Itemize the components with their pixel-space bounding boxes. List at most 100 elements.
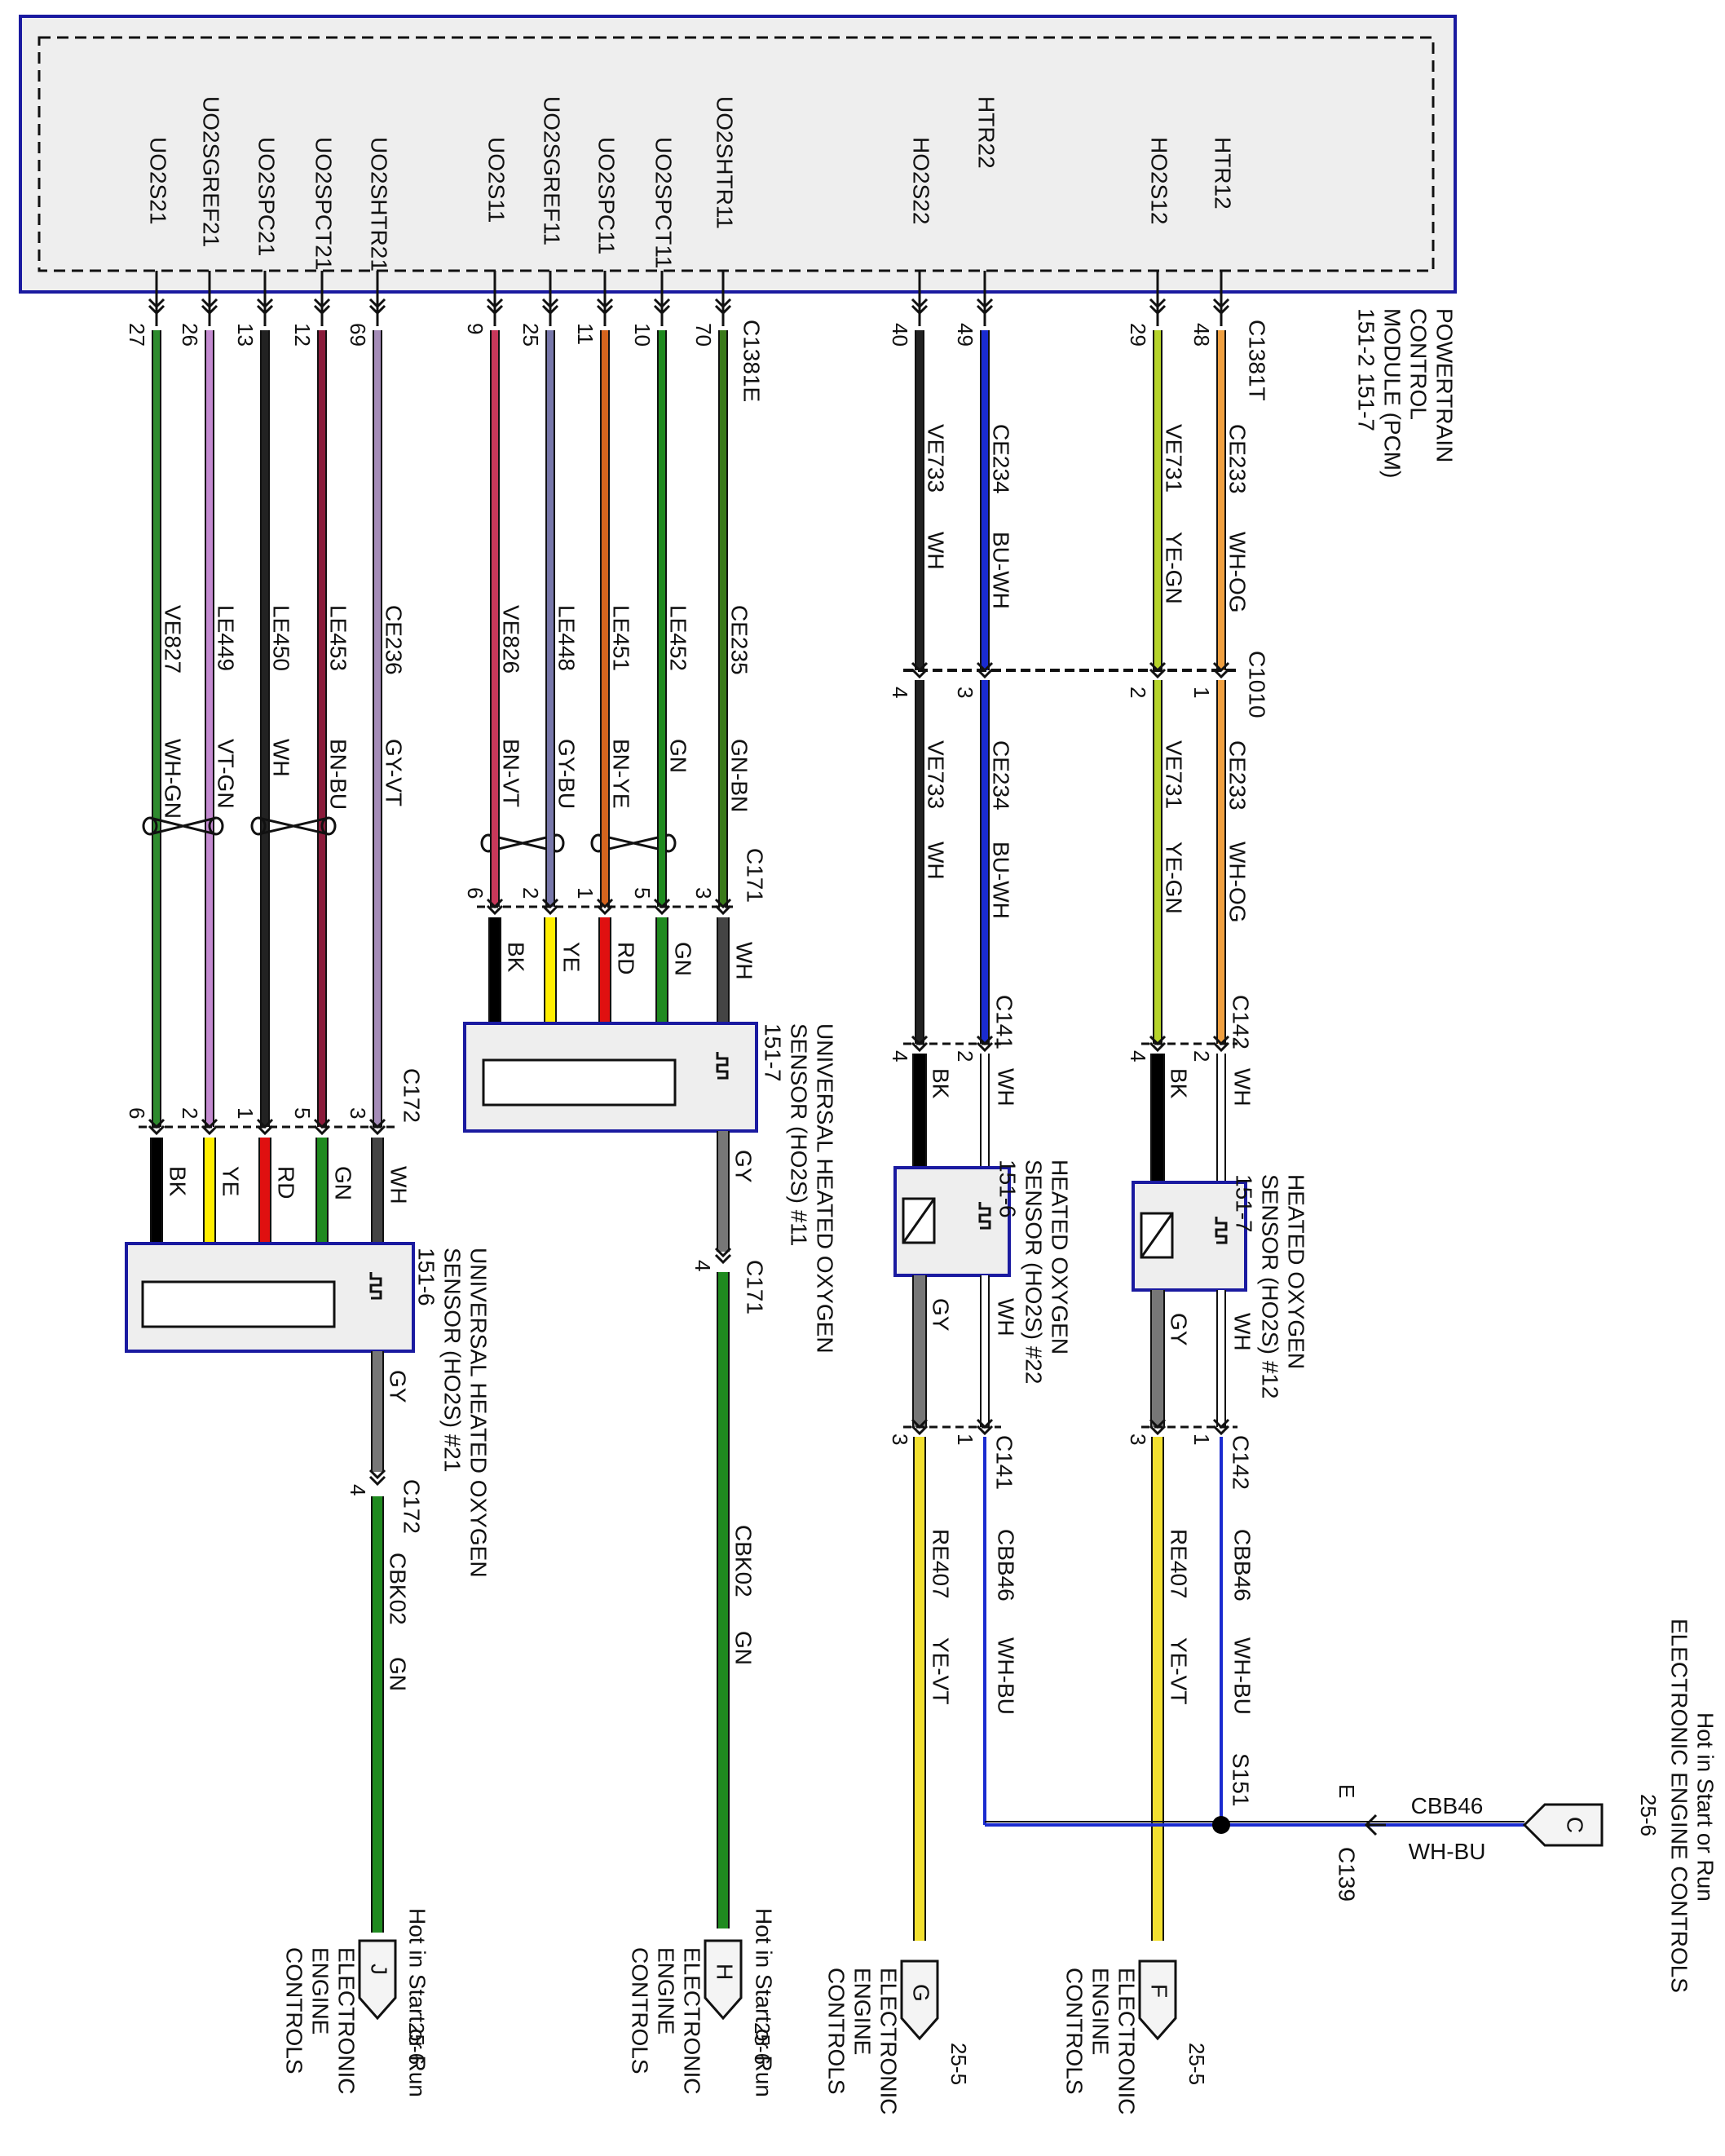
pcm-pin-name-UO2SPC21: UO2SPC21 <box>254 137 280 256</box>
c172-pin-arrow <box>313 1118 331 1129</box>
wire-circuit-VE733: VE733 <box>924 424 949 493</box>
c141-heater-icon <box>978 1202 991 1230</box>
wire-circuit-VE731-b: VE731 <box>1162 740 1187 809</box>
pcm-pin-name-HTR12: HTR12 <box>1211 137 1236 210</box>
twisted-pair-marker <box>258 816 329 836</box>
pcm-pin-number-9: 9 <box>463 323 488 334</box>
c142-arrow <box>1212 1418 1230 1429</box>
offpage-c-dest: ELECTRONIC ENGINE CONTROLS <box>1667 1619 1692 1993</box>
c171-lead-color: RD <box>614 942 639 974</box>
pcm-pin-name-HO2S12: HO2S12 <box>1147 137 1172 224</box>
wire-circuit-CE234: CE234 <box>989 424 1014 494</box>
pcm-pin-arrow <box>596 298 614 309</box>
c141-pin: 2 <box>953 1050 977 1062</box>
splice-s151-dot <box>1212 1816 1230 1834</box>
c171-pin-number: 2 <box>518 887 543 899</box>
pcm-pin-number-27: 27 <box>125 323 149 347</box>
c172-pin-number: 2 <box>178 1107 202 1119</box>
offpage-f-dest: CONTROLS <box>1062 1968 1088 2095</box>
offpage-f-shape <box>1138 1959 1177 2041</box>
wire-color-VE733: WH <box>924 532 949 570</box>
offpage-c-ref: 25-6 <box>1636 1794 1661 1836</box>
c141-arrow <box>976 1418 994 1429</box>
pcm-pin-arrow-b <box>1149 304 1167 316</box>
offpage-h-dest: CONTROLS <box>628 1947 653 2074</box>
cbk02-h-circuit: CBK02 <box>731 1525 757 1597</box>
c171-pin-number: 3 <box>691 887 716 899</box>
c171-pin-number: 1 <box>573 887 598 899</box>
c1010-pin-number: 1 <box>1189 687 1214 698</box>
sensor21-name: SENSOR (HO2S) #21 <box>440 1248 465 1472</box>
wire-circuit-CE233-b: CE233 <box>1225 740 1251 811</box>
wire-circuit-VE827: VE827 <box>161 605 186 674</box>
c172-lower-pin: 4 <box>346 1484 370 1496</box>
c141-arrow-b <box>976 1041 994 1053</box>
pcm-box <box>19 15 1457 294</box>
wire-color-CE234-b: BU-WH <box>989 842 1014 919</box>
twisted-pair-marker-r <box>208 816 224 836</box>
c172-pin-number: 3 <box>346 1107 370 1119</box>
pcm-pin-arrow-b <box>1212 304 1230 316</box>
c141-bk-label: BK <box>929 1068 954 1099</box>
wire-circuit-CE235: CE235 <box>727 605 752 675</box>
c172-lead-color: WH <box>386 1166 412 1204</box>
wire-color-LE450: WH <box>269 739 294 777</box>
c1010-pin-arrow-b <box>976 668 994 679</box>
pcm-pin-arrow-b <box>368 304 386 316</box>
c171-lower-arrow-b <box>714 1253 732 1265</box>
connector-c171: C171 <box>743 848 768 903</box>
c142-sensor-name: 151-7 <box>1232 1174 1257 1233</box>
c171-pin-arrow-b <box>486 904 504 916</box>
c141-arrow <box>911 1035 929 1046</box>
cbb46-color: WH-BU <box>994 1637 1019 1715</box>
pcm-pin-arrow-b <box>148 304 165 316</box>
cbk02-j-circuit: CBK02 <box>386 1553 411 1625</box>
c172-pin-arrow-b <box>256 1124 274 1136</box>
sensor11-element <box>482 1058 677 1107</box>
c172-pin-arrow-b <box>148 1124 165 1136</box>
cbk02-h-color: GN <box>731 1631 757 1665</box>
offpage-g-dest: CONTROLS <box>824 1968 849 2095</box>
pcm-pin-number-12: 12 <box>290 323 315 347</box>
twisted-pair-marker <box>598 833 669 853</box>
c172-pin-arrow <box>368 1118 386 1129</box>
c171-lower-arrow <box>714 1247 732 1258</box>
wire-color-CE235: GN-BN <box>727 739 752 812</box>
c1010-pin-arrow-b <box>1149 668 1167 679</box>
connector-c1381e: C1381E <box>739 320 765 402</box>
c172-pin-arrow <box>148 1118 165 1129</box>
c171-lead-color: GN <box>671 942 696 976</box>
sensor21-gy-label: GY <box>386 1370 411 1403</box>
pcm-pin-number-11: 11 <box>573 323 598 345</box>
wire-color-VE733-b: WH <box>924 842 949 880</box>
c172-lead-color: GN <box>331 1166 356 1200</box>
c141-arrow <box>911 1418 929 1429</box>
sensor11-name: SENSOR (HO2S) #11 <box>787 1023 812 1246</box>
sensor11-box <box>463 1022 758 1133</box>
pcm-pin-arrow <box>148 298 165 309</box>
offpage-j-ref: 25-6 <box>404 2022 429 2065</box>
c141-pin: 3 <box>888 1434 912 1445</box>
pcm-pin-arrow-b <box>596 304 614 316</box>
c171-pin-arrow-b <box>541 904 559 916</box>
wire-color-LE453: BN-BU <box>326 739 351 810</box>
pcm-pin-arrow-b <box>541 304 559 316</box>
connector-c171-lower: C171 <box>743 1260 768 1314</box>
pcm-pin-arrow <box>313 298 331 309</box>
c142-label-bot: C142 <box>1229 1435 1254 1490</box>
c172-pin-number: 6 <box>125 1107 149 1119</box>
re407-circuit: RE407 <box>1167 1529 1192 1599</box>
c141-gy-label: GY <box>929 1298 954 1332</box>
pcm-pin-arrow-b <box>653 304 671 316</box>
pcm-pin-name-UO2SHTR11: UO2SHTR11 <box>712 96 738 229</box>
offpage-j-dest: CONTROLS <box>282 1947 307 2074</box>
twisted-pair-marker-l <box>142 816 158 836</box>
sensor21-name: UNIVERSAL HEATED OXYGEN <box>466 1248 492 1578</box>
wire-color-VE826: BN-VT <box>499 739 524 807</box>
connector-c139: C139 <box>1335 1847 1360 1902</box>
pcm-pin-number-10: 10 <box>630 323 655 347</box>
c1010-pin-number: 4 <box>888 687 912 698</box>
c142-arrow-b <box>1212 1041 1230 1053</box>
sensor11-name: UNIVERSAL HEATED OXYGEN <box>813 1023 838 1354</box>
